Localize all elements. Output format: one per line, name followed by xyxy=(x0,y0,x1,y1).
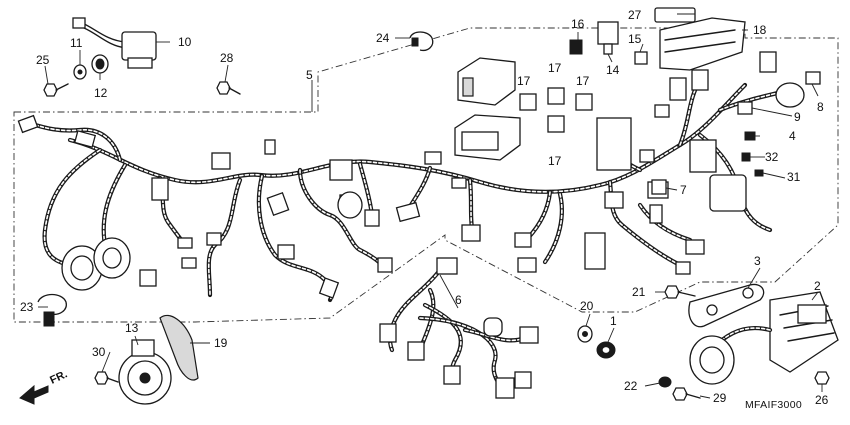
part-13-horn xyxy=(118,339,172,405)
part-19-horn-cover xyxy=(159,314,199,381)
parts-1-20 xyxy=(577,325,616,359)
callout-2: 2 xyxy=(814,279,821,293)
direction-label: FR. xyxy=(48,368,69,386)
callout-28: 28 xyxy=(220,51,234,65)
callout-17b: 17 xyxy=(548,61,562,75)
callout-30: 30 xyxy=(92,345,106,359)
part-3-bracket xyxy=(664,283,765,328)
callout-19: 19 xyxy=(214,336,228,350)
front-direction-arrow: FR. xyxy=(19,368,69,405)
callout-13: 13 xyxy=(125,321,139,335)
callout-27: 27 xyxy=(628,8,642,22)
bulb-sockets xyxy=(61,191,363,291)
callout-25: 25 xyxy=(36,53,50,67)
callout-10: 10 xyxy=(178,35,192,49)
part-24-clamp xyxy=(409,31,434,52)
callout-18: 18 xyxy=(753,23,767,37)
callout-17d: 17 xyxy=(548,154,562,168)
harness-connectors xyxy=(17,51,777,299)
leader-lines xyxy=(38,13,823,399)
sub-wire-harness xyxy=(379,257,539,399)
callout-17c: 17 xyxy=(576,74,590,88)
callout-8: 8 xyxy=(817,100,824,114)
callout-24: 24 xyxy=(376,31,390,45)
callout-12: 12 xyxy=(94,86,108,100)
callout-1: 1 xyxy=(610,314,617,328)
figure-code: MFAIF3000 xyxy=(745,399,802,411)
callout-9: 9 xyxy=(794,110,801,124)
part-10-relay xyxy=(72,17,157,69)
callout-22: 22 xyxy=(624,379,638,393)
fuse-box-covers xyxy=(454,57,521,161)
part-2-regulator xyxy=(689,291,839,385)
callout-32: 32 xyxy=(765,150,779,164)
callout-4: 4 xyxy=(789,129,796,143)
hardware-22-26-29 xyxy=(658,371,830,401)
callout-3: 3 xyxy=(754,254,761,268)
callout-17a: 17 xyxy=(517,74,531,88)
part-18-fuse-box xyxy=(654,7,746,71)
part-23-clamp xyxy=(37,293,67,327)
harness-group-frame xyxy=(13,27,839,323)
callout-26: 26 xyxy=(815,393,829,407)
callout-15: 15 xyxy=(628,32,642,46)
callout-labels: 10 11 12 25 28 5 24 16 15 14 27 18 17 17… xyxy=(20,8,829,407)
part-17-relays xyxy=(519,87,593,133)
callout-14: 14 xyxy=(606,63,620,77)
part-30-bolt xyxy=(94,371,119,385)
callout-31: 31 xyxy=(787,170,801,184)
callout-7: 7 xyxy=(680,183,687,197)
callout-20: 20 xyxy=(580,299,594,313)
main-wire-harness xyxy=(29,77,793,303)
small-connectors xyxy=(651,71,821,195)
parts-14-15-16 xyxy=(569,21,648,65)
hardware-11-12-25 xyxy=(43,54,109,97)
callout-29: 29 xyxy=(713,391,727,405)
part-28-bolt xyxy=(216,81,241,95)
callout-6: 6 xyxy=(455,293,462,307)
callout-16: 16 xyxy=(571,17,585,31)
callout-5: 5 xyxy=(306,68,313,82)
callout-21: 21 xyxy=(632,285,646,299)
callout-11: 11 xyxy=(70,36,83,50)
callout-23: 23 xyxy=(20,300,34,314)
